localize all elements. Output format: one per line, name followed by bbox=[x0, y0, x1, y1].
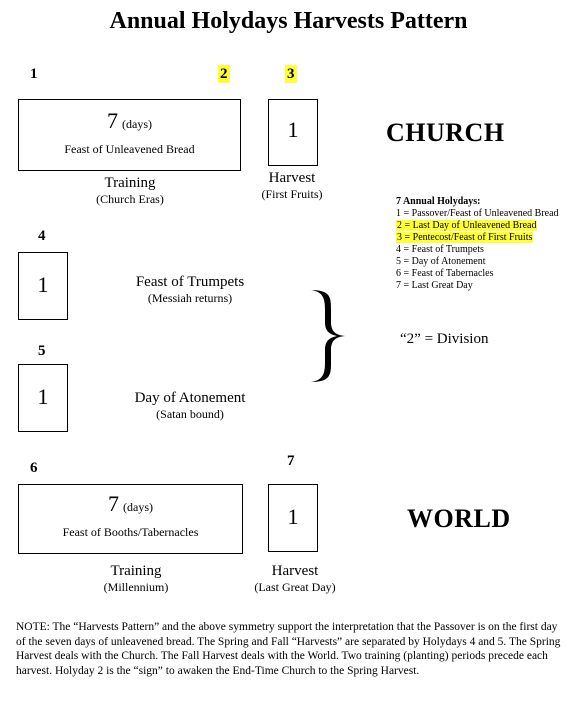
world-training-caption: Training (Millennium) bbox=[66, 563, 206, 595]
day-of-atonement-label: Day of Atonement bbox=[134, 390, 246, 406]
legend-title: 7 Annual Holydays: bbox=[396, 196, 481, 207]
holyday-number-5: 5 bbox=[38, 343, 46, 359]
first-fruits-box: 1 bbox=[268, 99, 318, 166]
booths-days-unit: (days) bbox=[123, 500, 153, 514]
last-great-day-box-value: 1 bbox=[287, 504, 299, 529]
world-training-label: Training bbox=[110, 563, 162, 579]
world-harvest-label: Harvest bbox=[271, 563, 319, 579]
church-section-label: CHURCH bbox=[386, 118, 505, 147]
feast-of-trumpets-label: Feast of Trumpets bbox=[135, 274, 245, 290]
first-fruits-label: (First Fruits) bbox=[261, 187, 323, 201]
last-great-day-caption: Harvest (Last Great Day) bbox=[240, 563, 350, 595]
atonement-box: 1 bbox=[18, 364, 68, 432]
last-great-day-label: (Last Great Day) bbox=[254, 580, 336, 594]
division-note: “2” = Division bbox=[400, 331, 489, 347]
holyday-number-1: 1 bbox=[30, 66, 38, 82]
trumpets-box: 1 bbox=[18, 252, 68, 320]
millennium-label: (Millennium) bbox=[103, 580, 169, 594]
first-fruits-box-value: 1 bbox=[287, 117, 299, 142]
legend-item-7: 7 = Last Great Day bbox=[396, 280, 473, 291]
legend-item-1: 1 = Passover/Feast of Unleavened Bread bbox=[396, 208, 559, 219]
booths-days-number: 7 bbox=[108, 491, 119, 516]
holyday-number-3-highlight: 3 bbox=[285, 65, 297, 83]
legend-item-3: 3 = Pentecost/Feast of First Fruits bbox=[396, 232, 534, 243]
brace-icon bbox=[311, 290, 345, 382]
unleavened-bread-box: 7 (days) Feast of Unleavened Bread bbox=[18, 99, 241, 171]
last-great-day-box: 1 bbox=[268, 484, 318, 552]
legend-item-5: 5 = Day of Atonement bbox=[396, 256, 486, 267]
church-harvest-label: Harvest bbox=[268, 170, 316, 186]
atonement-box-value: 1 bbox=[37, 384, 49, 409]
legend-item-6: 6 = Feast of Tabernacles bbox=[396, 268, 494, 279]
church-training-label: Training bbox=[104, 175, 156, 191]
first-fruits-caption: Harvest (First Fruits) bbox=[242, 170, 342, 202]
booths-days-value: 7 (days) bbox=[19, 491, 242, 517]
holydays-legend: 7 Annual Holydays: 1 = Passover/Feast of… bbox=[396, 196, 559, 292]
unleavened-days-unit: (days) bbox=[122, 117, 152, 131]
holyday-number-7: 7 bbox=[287, 453, 295, 469]
holyday-number-4: 4 bbox=[38, 228, 46, 244]
footnote: NOTE: The “Harvests Pattern” and the abo… bbox=[16, 621, 561, 677]
world-section-label: WORLD bbox=[407, 504, 511, 533]
legend-item-4: 4 = Feast of Trumpets bbox=[396, 244, 484, 255]
holyday-number-6: 6 bbox=[30, 460, 38, 476]
unleavened-days-number: 7 bbox=[107, 108, 118, 133]
page-title: Annual Holydays Harvests Pattern bbox=[109, 8, 468, 34]
booths-label: Feast of Booths/Tabernacles bbox=[62, 525, 199, 539]
satan-bound-label: (Satan bound) bbox=[156, 407, 224, 421]
holyday-number-3: 3 bbox=[285, 65, 297, 83]
church-eras-label: (Church Eras) bbox=[96, 192, 164, 206]
unleavened-bread-label: Feast of Unleavened Bread bbox=[64, 142, 195, 156]
trumpets-caption: Feast of Trumpets (Messiah returns) bbox=[110, 274, 270, 306]
holyday-number-2-highlight: 2 bbox=[218, 65, 230, 83]
messiah-returns-label: (Messiah returns) bbox=[147, 291, 233, 305]
atonement-caption: Day of Atonement (Satan bound) bbox=[110, 390, 270, 422]
legend-item-2: 2 = Last Day of Unleavened Bread bbox=[396, 220, 538, 231]
church-training-caption: Training (Church Eras) bbox=[60, 175, 200, 207]
holyday-number-2: 2 bbox=[218, 65, 230, 83]
unleavened-days-value: 7 (days) bbox=[19, 108, 240, 134]
trumpets-box-value: 1 bbox=[37, 272, 49, 297]
booths-box: 7 (days) Feast of Booths/Tabernacles bbox=[18, 484, 243, 554]
